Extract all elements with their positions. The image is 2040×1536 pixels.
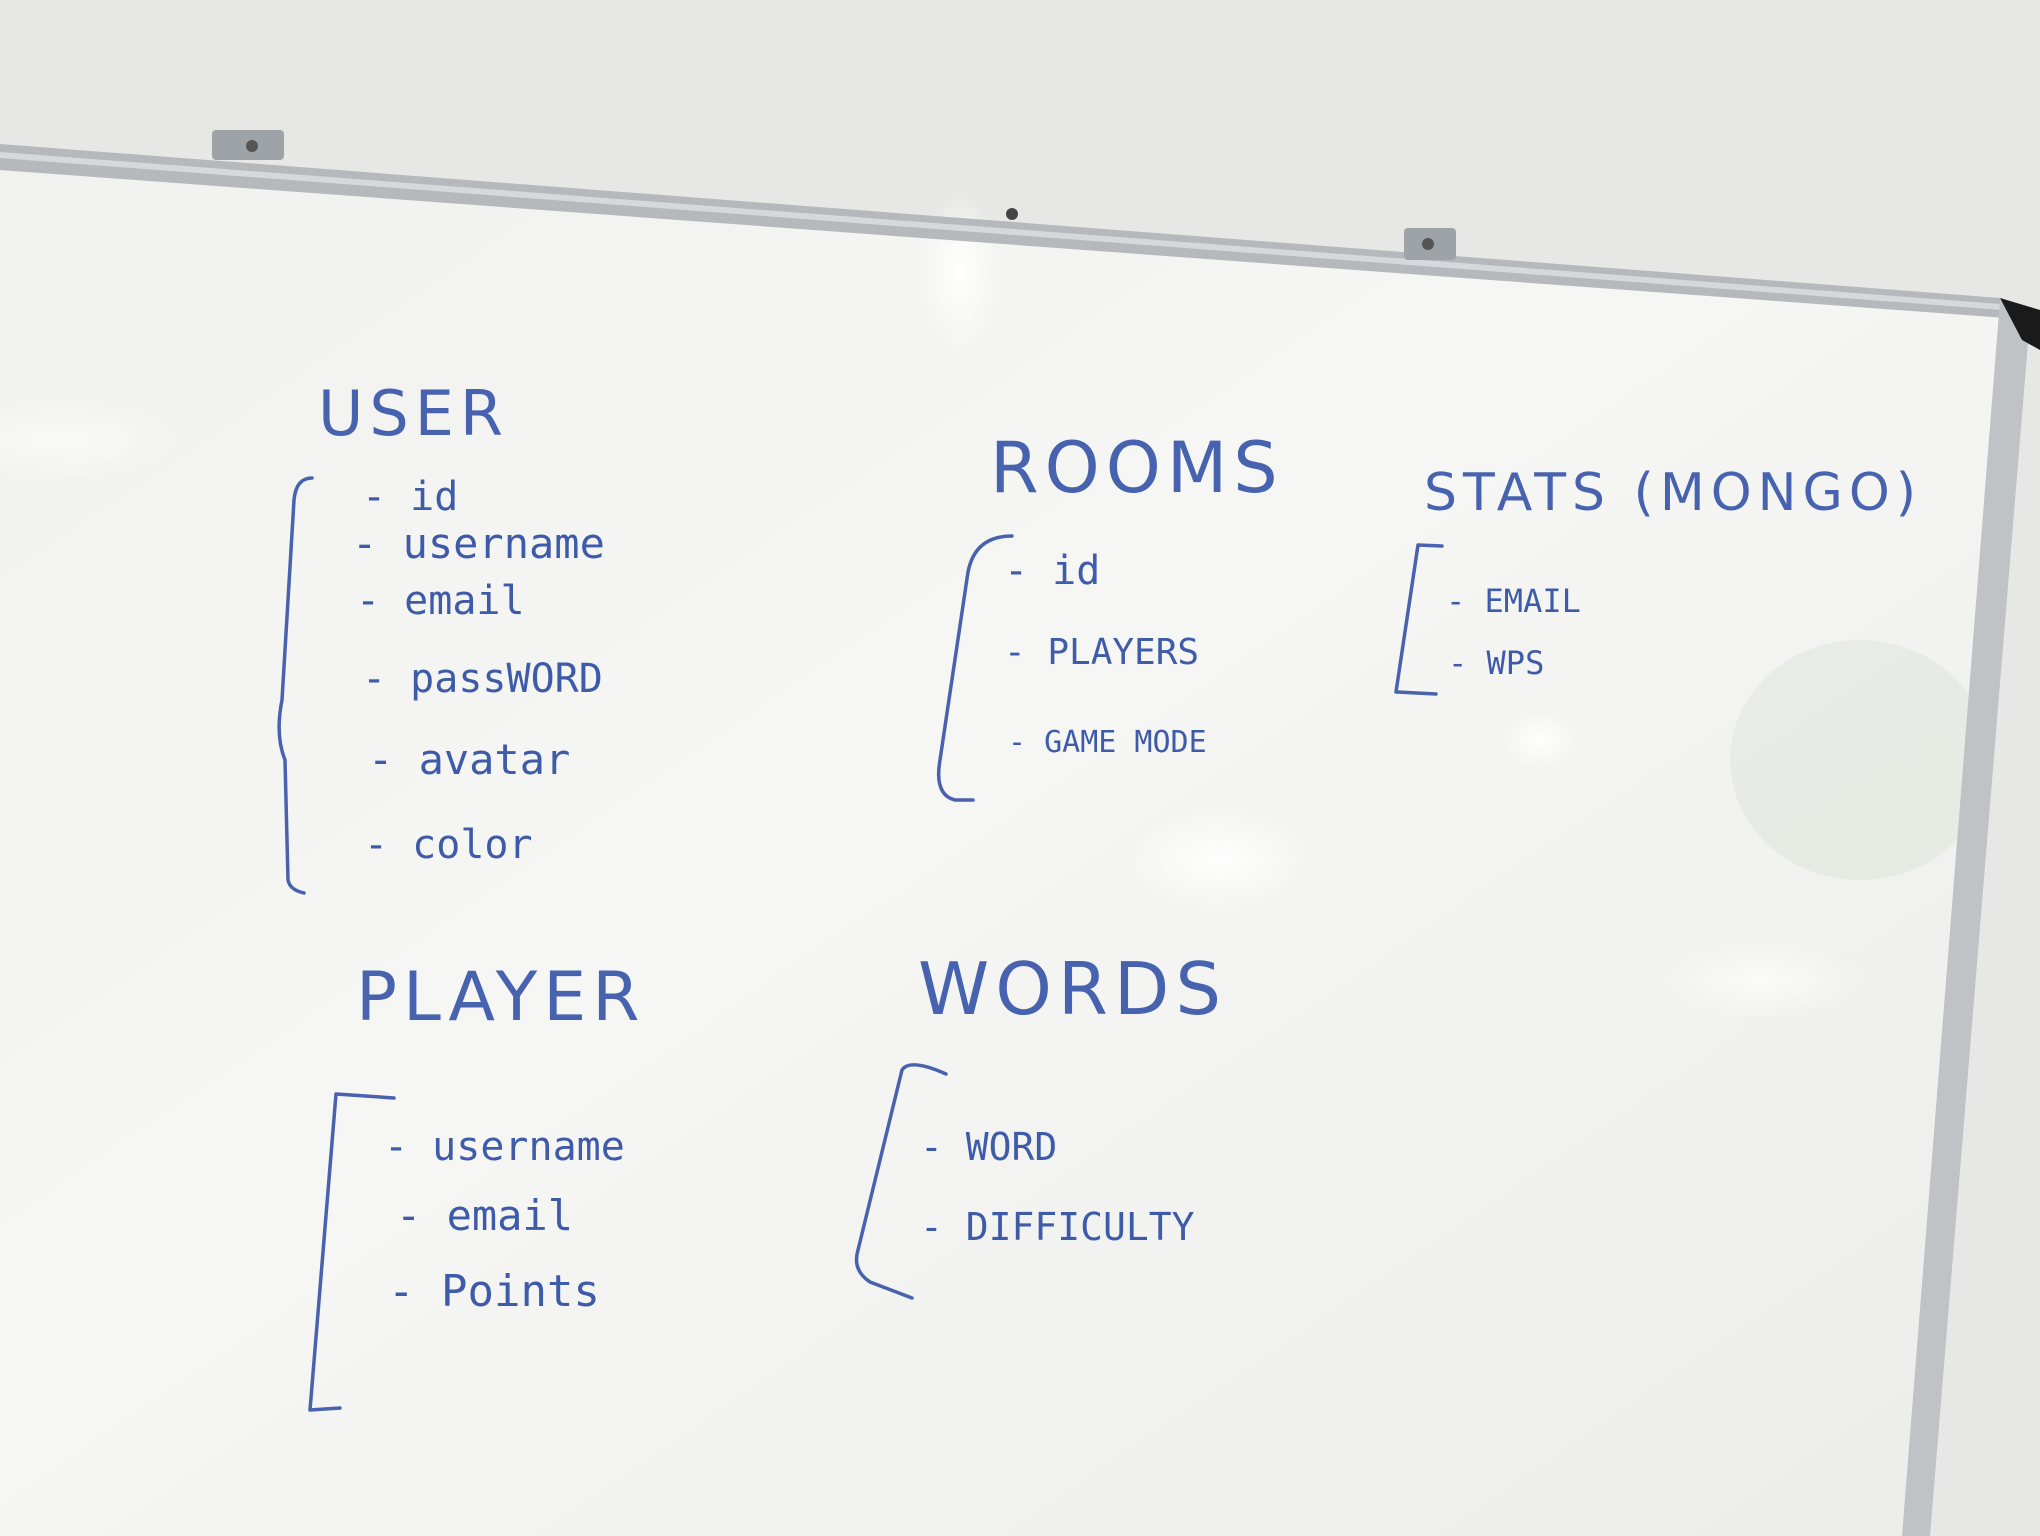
rooms-field: - GAME MODE [1008,725,1207,760]
words-field: - DIFFICULTY [920,1205,1195,1249]
section-user: USER - id - username - email - passWORD … [277,377,605,895]
section-rooms-title: ROOMS [990,427,1284,509]
section-user-bracket [277,476,314,895]
section-words: WORDS - WORD - DIFFICULTY [854,947,1227,1300]
words-field: - WORD [920,1125,1057,1169]
board-frame-top-highlight [0,152,2002,310]
whiteboard-surface [0,168,2005,1536]
mount-clip-left [212,130,284,160]
section-player-bracket [308,1092,396,1412]
section-stats: STATS (MONGO) - EMAIL - WPS [1394,463,1922,696]
board-frame-right [1902,300,2030,1536]
board-corner [2000,298,2040,350]
section-rooms-bracket [936,534,1014,802]
wall-screw [1006,208,1018,220]
user-field: - email [356,578,525,624]
stats-field: - WPS [1448,644,1544,682]
user-field: - avatar [368,735,570,784]
window-reflections [0,190,1990,1020]
section-player-title: PLAYER [356,958,645,1037]
section-player: PLAYER - username - email - Points [308,958,645,1412]
player-field: - Points [388,1266,600,1317]
section-words-bracket [854,1063,948,1300]
section-user-title: USER [318,377,509,450]
user-field: - id [362,474,458,520]
section-words-title: WORDS [918,947,1227,1031]
player-field: - email [396,1191,573,1240]
section-stats-title: STATS (MONGO) [1424,463,1922,523]
section-stats-bracket [1394,543,1444,696]
user-field: - color [364,822,533,868]
player-field: - username [384,1124,625,1170]
mount-clip-right [1404,228,1456,260]
user-field: - username [352,519,605,568]
rooms-field: - PLAYERS [1004,632,1199,673]
section-rooms: ROOMS - id - PLAYERS - GAME MODE [936,427,1284,802]
stats-field: - EMAIL [1446,582,1581,620]
user-field: - passWORD [362,656,603,702]
rooms-field: - id [1004,548,1100,594]
